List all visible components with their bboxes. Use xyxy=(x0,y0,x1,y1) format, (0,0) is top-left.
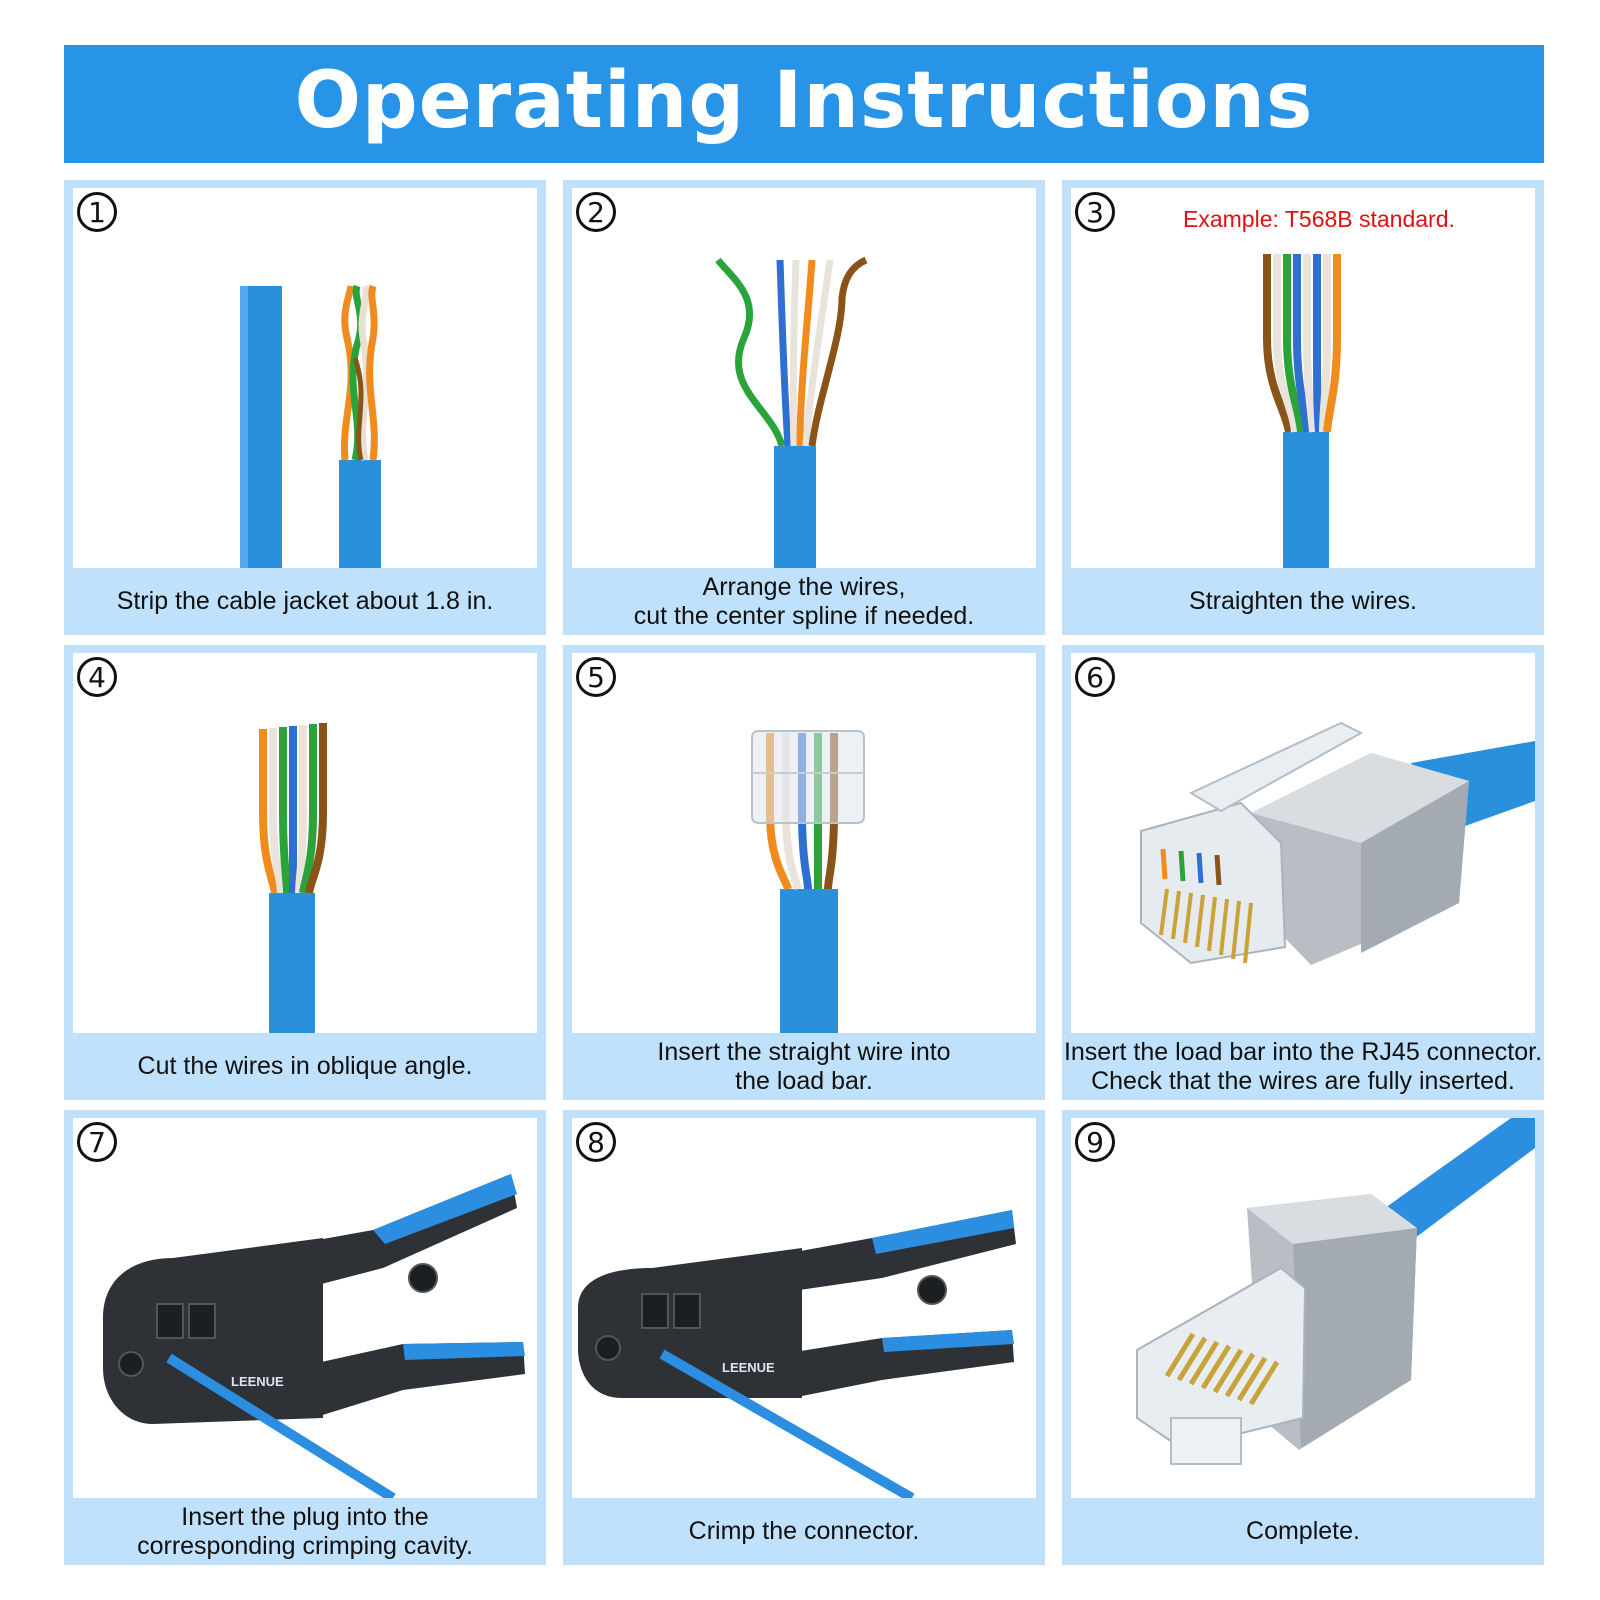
title-banner: Operating Instructions xyxy=(64,45,1544,163)
step-caption: Insert the plug into the corresponding c… xyxy=(137,1502,473,1560)
step-panel-6: 6 Insert the load bar into the RJ45 conn… xyxy=(1062,645,1544,1100)
step-panel-7: LEENUE 7 Insert the plug into the corres… xyxy=(64,1110,546,1565)
step-panel-1: 1 Strip the cable jacket about 1.8 in. xyxy=(64,180,546,635)
page-title: Operating Instructions xyxy=(294,56,1314,146)
step-caption: Crimp the connector. xyxy=(688,1517,920,1545)
stripped-cable-icon xyxy=(240,284,381,568)
step-caption: Straighten the wires. xyxy=(1189,587,1417,615)
step-number-badge: 3 xyxy=(1075,192,1115,232)
step-number-badge: 4 xyxy=(77,657,117,697)
step-panel-4: 4 Cut the wires in oblique angle. xyxy=(64,645,546,1100)
steps-grid: 1 Strip the cable jacket about 1.8 in. 2… xyxy=(64,180,1544,1566)
tool-brand-label: LEENUE xyxy=(231,1374,284,1389)
step-number-badge: 8 xyxy=(576,1122,616,1162)
step-panel-3: 3 Example: T568B standard. Straighten th… xyxy=(1062,180,1544,635)
step-panel-2: 2 Arrange the wires, cut the center spli… xyxy=(563,180,1045,635)
step-image-area: LEENUE 8 xyxy=(572,1118,1036,1498)
step-number-badge: 5 xyxy=(576,657,616,697)
step-caption: Arrange the wires, cut the center spline… xyxy=(633,572,975,630)
tool-brand-label: LEENUE xyxy=(722,1360,775,1375)
step-number-badge: 7 xyxy=(77,1122,117,1162)
step-number-badge: 6 xyxy=(1075,657,1115,697)
step-caption: Strip the cable jacket about 1.8 in. xyxy=(116,587,494,615)
straight-wires-icon xyxy=(1263,254,1341,568)
step-image-area: 5 xyxy=(572,653,1036,1033)
step-image-area: 2 xyxy=(572,188,1036,568)
step-panel-9: 9 Complete. xyxy=(1062,1110,1544,1565)
fanned-wires-icon xyxy=(715,256,868,568)
step-image-area: LEENUE 7 xyxy=(73,1118,537,1498)
crimp-tool-open-icon: LEENUE xyxy=(103,1174,525,1498)
finished-plug-icon xyxy=(1136,1118,1535,1465)
step-image-area: 9 xyxy=(1071,1118,1535,1498)
step-panel-8: LEENUE 8 Crimp the connector. xyxy=(563,1110,1045,1565)
crimp-tool-closed-icon: LEENUE xyxy=(578,1210,1016,1498)
step-caption: Cut the wires in oblique angle. xyxy=(137,1052,473,1080)
standard-note: Example: T568B standard. xyxy=(1183,206,1455,232)
step-number-badge: 1 xyxy=(77,192,117,232)
step-image-area: 3 Example: T568B standard. xyxy=(1071,188,1535,568)
step-number-badge: 9 xyxy=(1075,1122,1115,1162)
rj45-connector-icon xyxy=(1140,721,1535,965)
step-caption: Insert the load bar into the RJ45 connec… xyxy=(1063,1037,1543,1095)
step-caption: Complete. xyxy=(1246,1517,1360,1545)
step-image-area: 4 xyxy=(73,653,537,1033)
step-panel-5: 5 Insert the straight wire into the load… xyxy=(563,645,1045,1100)
step-number-badge: 2 xyxy=(576,192,616,232)
load-bar-icon xyxy=(751,730,865,1033)
step-image-area: 6 xyxy=(1071,653,1535,1033)
step-caption: Insert the straight wire into the load b… xyxy=(657,1037,951,1095)
step-image-area: 1 xyxy=(73,188,537,568)
cut-wires-icon xyxy=(259,723,327,1033)
